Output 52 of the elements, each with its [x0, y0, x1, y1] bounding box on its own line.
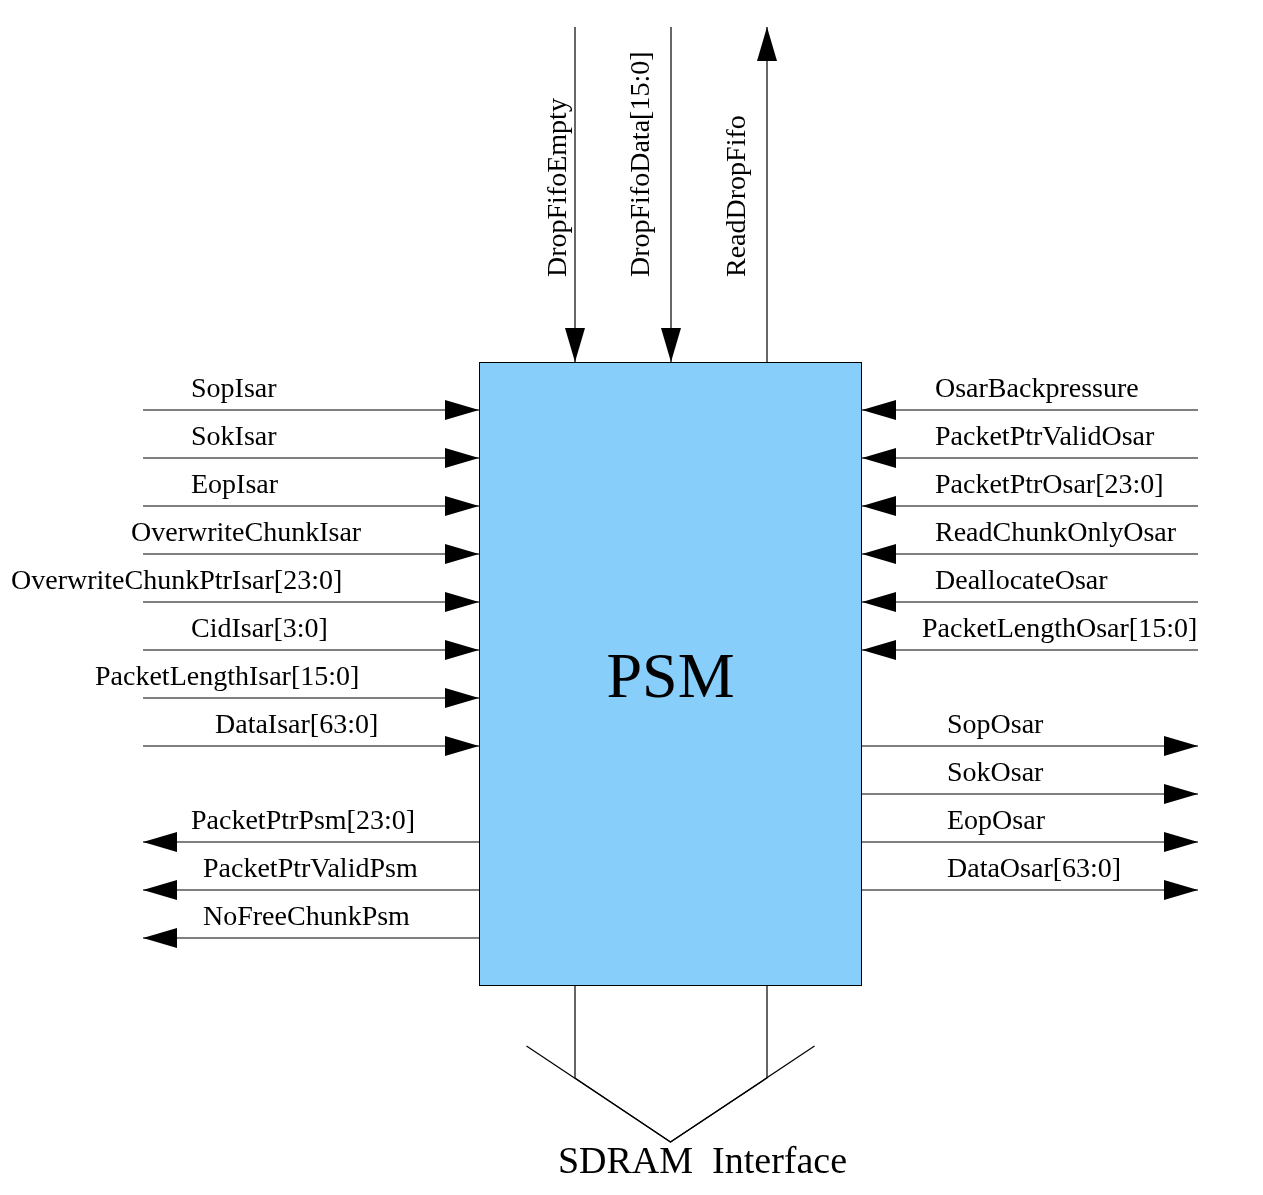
signal-arrow: [861, 640, 1199, 660]
signal-name: SokIsar: [191, 420, 277, 452]
signal-arrow: [661, 26, 681, 363]
signal-arrow: [861, 592, 1199, 612]
signal-name: EopIsar: [191, 468, 279, 500]
signal-name: DropFifoData[15:0]: [624, 51, 656, 277]
signal-arrow: [142, 928, 480, 948]
signal-arrow: [142, 640, 480, 660]
signal-arrow: [861, 400, 1199, 420]
signal-arrow: [142, 832, 480, 852]
signal-name: PacketLengthOsar[15:0]: [922, 612, 1198, 644]
signal-name: CidIsar[3:0]: [191, 612, 328, 644]
signal-arrow: [861, 448, 1199, 468]
signal-arrow: [142, 448, 480, 468]
signal-name: OverwriteChunkPtrIsar[23:0]: [11, 564, 343, 596]
signal-arrow: [142, 400, 480, 420]
signal-name: DataIsar[63:0]: [215, 708, 379, 740]
signal-name: EopOsar: [947, 804, 1045, 836]
signal-arrow: [861, 544, 1199, 564]
signal-arrow: [142, 592, 480, 612]
signal-arrow: [861, 880, 1199, 900]
signal-arrow: [142, 880, 480, 900]
signal-arrow: [861, 496, 1199, 516]
signal-arrow: [861, 784, 1199, 804]
signal-arrow: [142, 544, 480, 564]
signal-name: SopOsar: [947, 708, 1044, 740]
signal-name: NoFreeChunkPsm: [203, 900, 410, 932]
module-name: PSM: [605, 641, 736, 711]
signal-name: PacketLengthIsar[15:0]: [95, 660, 360, 692]
signal-arrow: [861, 736, 1199, 756]
signal-arrow: [142, 736, 480, 756]
bus-arrow: [525, 985, 816, 1143]
signal-name: PacketPtrPsm[23:0]: [191, 804, 415, 836]
signal-arrow: [142, 496, 480, 516]
signal-name: PacketPtrValidPsm: [203, 852, 418, 884]
signal-name: DropFifoEmpty: [541, 98, 573, 277]
signal-arrow: [142, 688, 480, 708]
signal-arrow: [757, 26, 777, 363]
signal-arrow: [861, 832, 1199, 852]
signal-name: SopIsar: [191, 372, 277, 404]
signal-name: DeallocateOsar: [935, 564, 1108, 596]
signal-name: ReadDropFifo: [720, 115, 752, 277]
signal-name: ReadChunkOnlyOsar: [935, 516, 1177, 548]
module-block: [479, 362, 862, 986]
signal-name: SokOsar: [947, 756, 1044, 788]
signal-name: DataOsar[63:0]: [947, 852, 1122, 884]
signal-name: PacketPtrOsar[23:0]: [935, 468, 1164, 500]
signal-name: OverwriteChunkIsar: [131, 516, 362, 548]
signal-name: OsarBackpressure: [935, 372, 1139, 404]
signal-name: PacketPtrValidOsar: [935, 420, 1155, 452]
interface-label: SDRAM Interface: [530, 1140, 875, 1184]
signal-arrow: [565, 26, 585, 363]
